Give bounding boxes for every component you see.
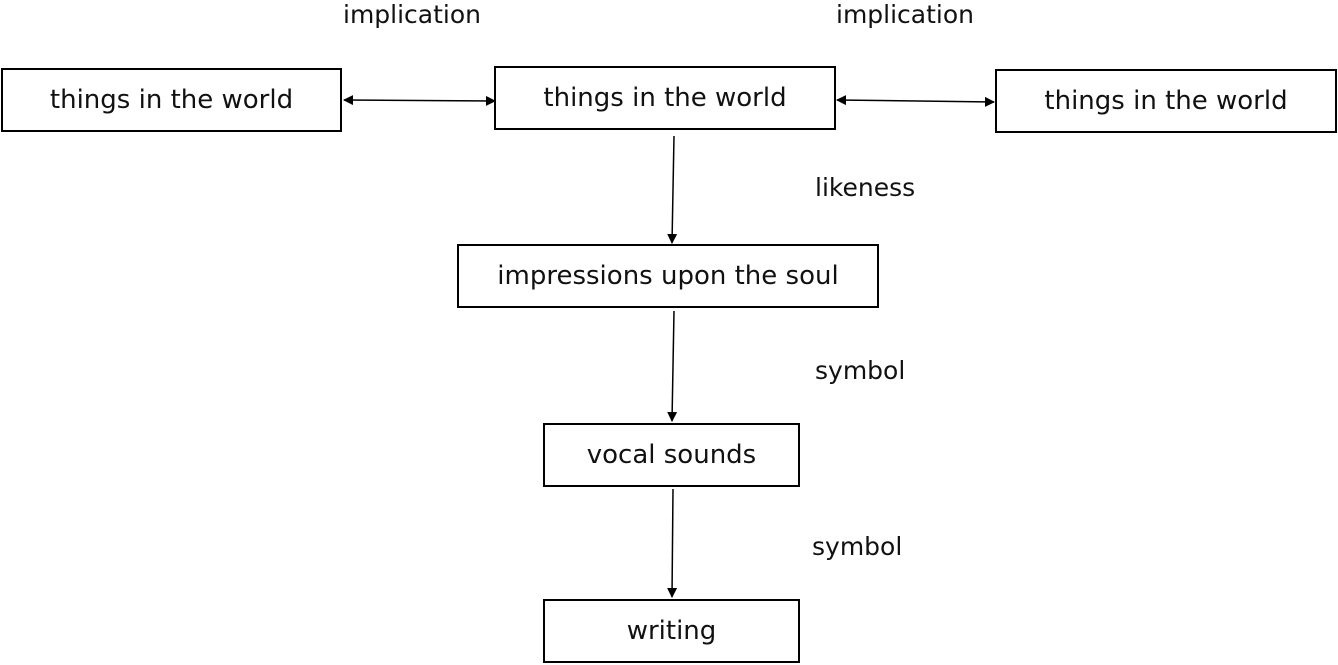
node-label: things in the world — [1044, 86, 1288, 116]
node-impressions-upon-soul: impressions upon the soul — [457, 244, 879, 308]
node-label: vocal sounds — [586, 440, 757, 470]
node-things-in-world-left: things in the world — [1, 68, 342, 132]
node-things-in-world-right: things in the world — [995, 69, 1337, 133]
implication-right-arrow — [836, 95, 995, 107]
node-label: things in the world — [49, 85, 294, 115]
symbol-upper-label: symbol — [815, 356, 906, 385]
symbol-upper-arrow — [667, 310, 678, 422]
node-writing: writing — [543, 599, 800, 663]
implication-left-arrow — [343, 95, 496, 106]
likeness-label: likeness — [815, 173, 916, 202]
node-label: things in the world — [543, 83, 787, 113]
node-label: impressions upon the soul — [497, 261, 839, 291]
implication-right-label: implication — [836, 0, 975, 29]
node-things-in-world-center: things in the world — [494, 66, 836, 130]
symbol-lower-arrow — [667, 488, 678, 598]
likeness-arrow — [667, 135, 678, 244]
implication-left-label: implication — [343, 0, 482, 29]
symbol-lower-label: symbol — [812, 532, 903, 561]
node-vocal-sounds: vocal sounds — [543, 423, 800, 487]
node-label: writing — [626, 616, 717, 646]
